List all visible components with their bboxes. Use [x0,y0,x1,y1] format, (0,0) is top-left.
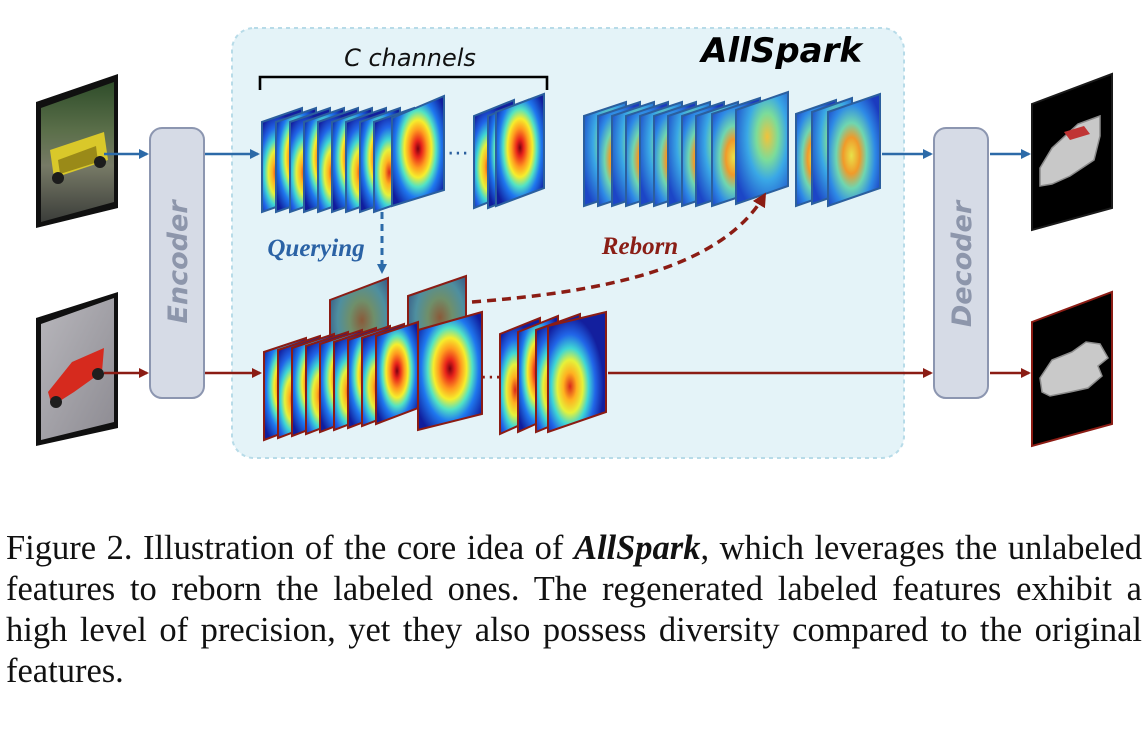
caption-method-name: AllSpark [573,529,701,567]
reborn-feature-stack [583,90,881,208]
unlabeled-feature-stack [261,92,545,214]
encoder-label: Encoder [163,199,194,324]
unlabeled-input-image [36,74,118,228]
unlabeled-output-mask [1031,72,1113,232]
channels-label: C channels [344,44,476,72]
allspark-title: AllSpark [698,31,864,71]
decoder-block: Decoder [933,127,989,399]
bottom-ellipsis: ⋯ [480,365,502,390]
reborn-arrow [471,192,767,304]
labeled-feature-stack [263,274,607,442]
encoder-block: Encoder [149,127,205,399]
decoder-label: Decoder [947,199,978,327]
channels-brace [258,75,549,90]
querying-label: Querying [267,235,364,262]
figure-caption: Figure 2. Illustration of the core idea … [6,528,1142,692]
labeled-input-image [36,292,118,446]
caption-body: , which leverages the unlabeled features… [6,529,1142,690]
reborn-label: Reborn [601,233,678,260]
figure-diagram: AllSpark C channels Encoder Decoder [36,27,1113,459]
caption-prefix: Figure 2. Illustration of the core idea … [6,529,574,567]
top-ellipsis: ⋯ [447,141,469,166]
labeled-output-mask [1031,290,1113,448]
